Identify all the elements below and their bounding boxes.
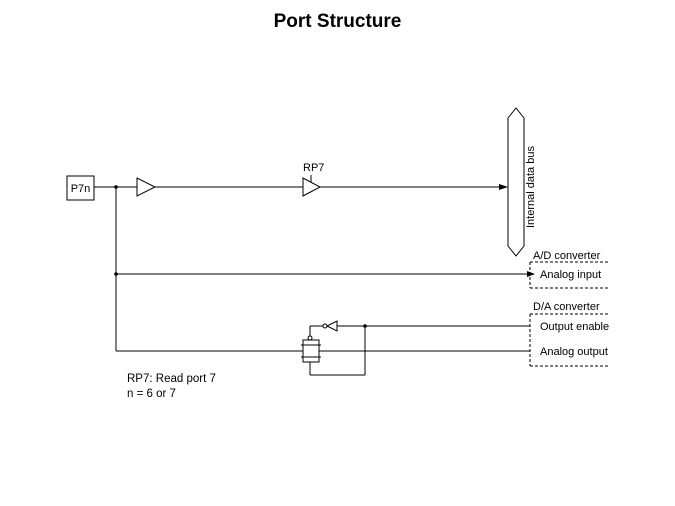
analog-input-arrow-icon	[527, 271, 535, 277]
da-signal-output-enable: Output enable	[540, 321, 609, 333]
junction-dots	[114, 185, 367, 328]
tristate-buffer-icon	[302, 177, 322, 197]
note-n-values: n = 6 or 7	[127, 388, 176, 400]
da-converter-box: D/A converter Output enable Analog outpu…	[529, 301, 610, 367]
ad-converter-box: A/D converter Analog input	[527, 250, 610, 289]
ad-signal: Analog input	[540, 269, 601, 281]
inverter	[322, 320, 338, 332]
diagram-notes: RP7: Read port 7 n = 6 or 7	[127, 372, 216, 402]
analog-switch	[301, 335, 321, 363]
wires	[94, 186, 530, 376]
bus-arrow-icon	[499, 184, 508, 190]
pin-label: P7n	[71, 183, 91, 195]
pin-box: P7n	[66, 175, 95, 201]
da-title: D/A converter	[533, 301, 600, 313]
note-rp7: RP7: Read port 7	[127, 373, 216, 385]
ad-title: A/D converter	[533, 250, 601, 262]
inverter-icon	[325, 320, 338, 332]
internal-data-bus: Internal data bus	[507, 107, 537, 257]
bus-label: Internal data bus	[525, 146, 537, 228]
page-title: Port Structure	[273, 11, 402, 32]
rp7-buffer: RP7	[302, 162, 324, 197]
input-buffer-icon	[136, 177, 157, 197]
buffer-label: RP7	[303, 162, 324, 174]
da-signal-analog-output: Analog output	[540, 346, 608, 358]
